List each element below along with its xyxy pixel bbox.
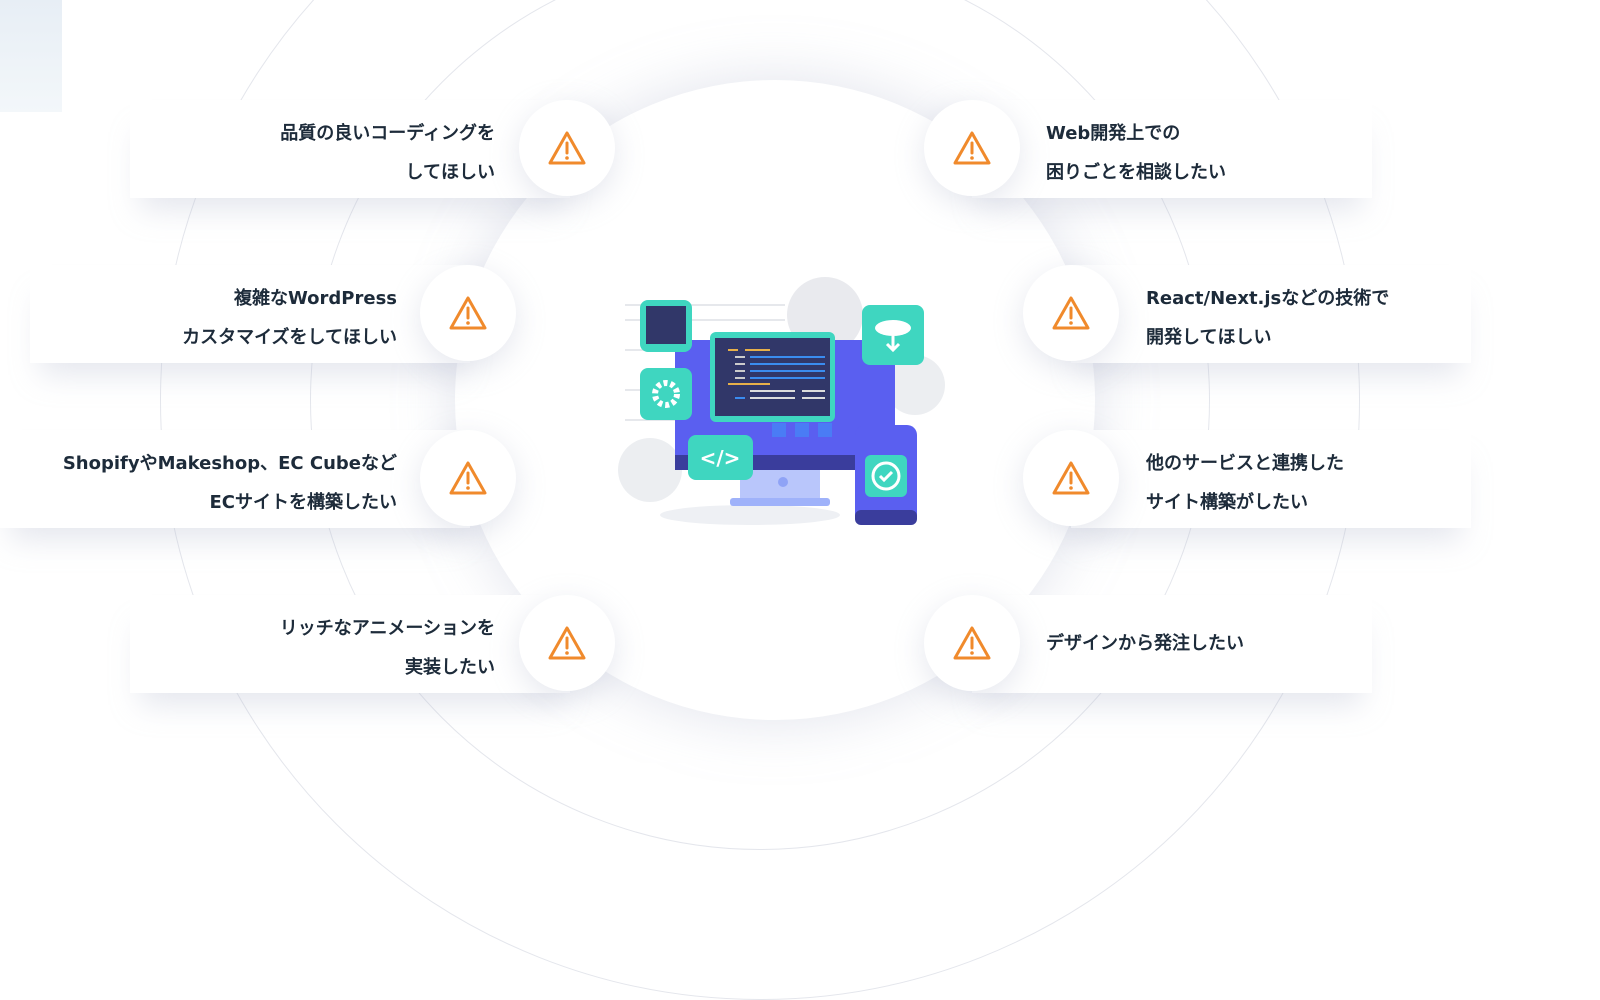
warning-icon-circle: [519, 100, 615, 196]
arrow-down-icon: [885, 336, 901, 353]
item-text: 他のサービスと連携した: [1146, 453, 1344, 474]
item-text: 品質の良いコーディングを: [280, 123, 495, 144]
item-band: [972, 595, 1372, 693]
concern-item-left-1: 品質の良いコーディングをしてほしい: [280, 114, 495, 192]
settings-card: [640, 368, 692, 420]
gear-bg-icon: [885, 355, 945, 415]
corner-decoration: [0, 0, 62, 112]
item-text: ShopifyやMakeshop、EC Cubeなど: [62, 453, 397, 474]
item-band: [1071, 265, 1471, 363]
item-band: [972, 100, 1372, 198]
warning-triangle-icon: [548, 131, 586, 165]
concern-item-left-4: リッチなアニメーションを実装したい: [280, 609, 495, 687]
check-circle-icon: [871, 461, 901, 491]
item-text: リッチなアニメーションを: [279, 618, 495, 639]
item-text: ECサイトを構築したい: [209, 492, 397, 513]
warning-triangle-icon: [1052, 296, 1090, 330]
warning-icon-circle: [420, 430, 516, 526]
item-band: [30, 265, 470, 363]
warning-triangle-icon: [953, 626, 991, 660]
concern-item-left-2: 複雑なWordPress カスタマイズをしてほしい: [182, 279, 397, 357]
item-text: カスタマイズをしてほしい: [182, 327, 397, 348]
item-band: [0, 430, 470, 528]
warning-icon-circle: [924, 595, 1020, 691]
warning-icon-circle: [1023, 430, 1119, 526]
gear-bg-icon: [618, 438, 682, 502]
item-text: React/Next.jsなどの技術で: [1146, 288, 1390, 309]
concern-item-left-3: ShopifyやMakeshop、EC Cubeなど ECサイトを構築したい: [63, 444, 397, 522]
item-text: 実装したい: [405, 657, 495, 678]
item-text: 開発してほしい: [1146, 327, 1272, 348]
warning-triangle-icon: [548, 626, 586, 660]
concern-item-right-3: 他のサービスと連携したサイト構築がしたい: [1146, 444, 1344, 522]
warning-icon-circle: [519, 595, 615, 691]
item-text: 複雑なWordPress: [233, 288, 397, 309]
warning-triangle-icon: [953, 131, 991, 165]
concern-item-right-4: デザインから発注したい: [1046, 624, 1244, 663]
warning-triangle-icon: [1052, 461, 1090, 495]
concern-item-right-1: Web開発上での困りごとを相談したい: [1046, 114, 1226, 192]
item-text: Web開発上での: [1046, 123, 1181, 144]
gear-icon: [652, 380, 680, 408]
cloud-icon: [875, 320, 911, 336]
warning-icon-circle: [1023, 265, 1119, 361]
warning-triangle-icon: [449, 296, 487, 330]
item-text: サイト構築がしたい: [1146, 492, 1308, 513]
html-tag-card: [688, 435, 753, 480]
item-band: [130, 100, 570, 198]
item-text: してほしい: [405, 162, 495, 183]
svg-text:</>: </>: [700, 446, 741, 470]
item-text: デザインから発注したい: [1046, 633, 1244, 654]
item-text: 困りごとを相談したい: [1046, 162, 1226, 183]
warning-triangle-icon: [449, 461, 487, 495]
item-band: [130, 595, 570, 693]
item-band: [1071, 430, 1471, 528]
concern-item-right-2: React/Next.jsなどの技術で開発してほしい: [1146, 279, 1389, 357]
web-development-illustration: </>: [618, 277, 945, 525]
warning-icon-circle: [420, 265, 516, 361]
warning-icon-circle: [924, 100, 1020, 196]
